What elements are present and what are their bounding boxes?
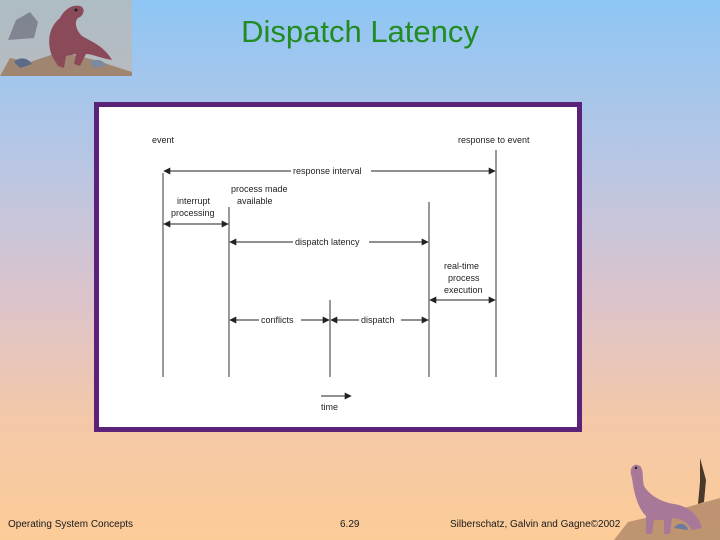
process-made-label: process made: [231, 184, 288, 194]
slide-title: Dispatch Latency: [241, 14, 479, 49]
dispatch-label: dispatch: [361, 315, 395, 325]
time-label: time: [321, 402, 338, 412]
processing-label: processing: [171, 208, 215, 218]
dinosaur-icon: [614, 458, 720, 540]
realtime-label: real-time: [444, 261, 479, 271]
dispatch-latency-diagram: event response to event response interva…: [94, 102, 582, 432]
interrupt-label: interrupt: [177, 196, 211, 206]
process-label: process: [448, 273, 480, 283]
event-label: event: [152, 135, 175, 145]
response-interval-label: response interval: [293, 166, 362, 176]
footer-page-number: 6.29: [340, 519, 360, 530]
available-label: available: [237, 196, 273, 206]
dispatch-latency-label: dispatch latency: [295, 237, 360, 247]
dinosaur-icon: [0, 0, 132, 76]
timeline-svg: event response to event response interva…: [152, 135, 530, 412]
footer-authors: Silberschatz, Galvin and Gagne©2002: [450, 519, 621, 530]
footer-book-title: Operating System Concepts: [8, 519, 134, 530]
execution-label: execution: [444, 285, 483, 295]
response-to-event-label: response to event: [458, 135, 530, 145]
conflicts-label: conflicts: [261, 315, 294, 325]
